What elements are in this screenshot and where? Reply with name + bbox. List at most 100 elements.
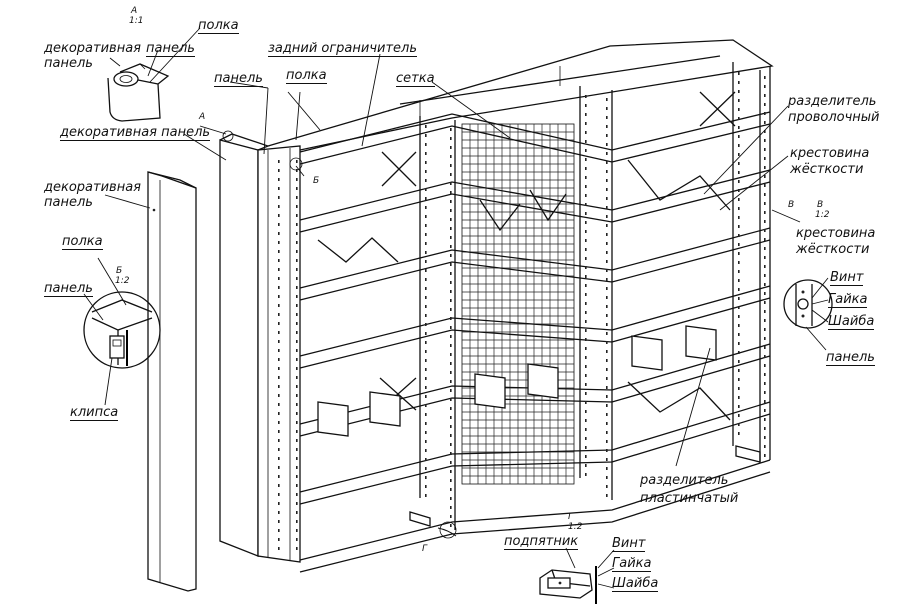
perforation [296, 475, 298, 478]
perforation [425, 161, 427, 164]
perforation [450, 308, 452, 311]
perforation [425, 188, 427, 191]
perforation [764, 391, 766, 394]
perforation [450, 191, 452, 194]
perforation [585, 131, 587, 134]
perforation [450, 479, 452, 482]
perforation [296, 430, 298, 433]
perforation [425, 170, 427, 173]
perforation [764, 247, 766, 250]
perforation [278, 160, 280, 163]
shelf [299, 169, 771, 233]
perforation [425, 143, 427, 146]
perforation [450, 281, 452, 284]
perforation [278, 421, 280, 424]
perforation [278, 331, 280, 334]
perforation [425, 260, 427, 263]
perforation [425, 467, 427, 470]
perforation [585, 437, 587, 440]
label-panel-right: панель [826, 350, 875, 366]
perforation [296, 313, 298, 316]
detail-v-scale: 1:2 [815, 210, 830, 220]
perforation [585, 347, 587, 350]
perforation [296, 187, 298, 190]
perforation [585, 329, 587, 332]
perforation [296, 178, 298, 181]
perforation [738, 360, 740, 363]
perforation [764, 445, 766, 448]
perforation [450, 434, 452, 437]
label-vint-bottom: Винт [612, 536, 646, 552]
perforation [425, 485, 427, 488]
perforation [450, 497, 452, 500]
perforation [278, 493, 280, 496]
perforation [738, 234, 740, 237]
perforation [606, 449, 608, 452]
perforation [738, 333, 740, 336]
perforation [585, 284, 587, 287]
perforation [738, 144, 740, 147]
perforation [764, 193, 766, 196]
perforation [585, 248, 587, 251]
mark-a: А [199, 112, 206, 122]
perforation [450, 128, 452, 131]
perforation [450, 443, 452, 446]
perforation [585, 428, 587, 431]
perforation [450, 353, 452, 356]
perforation [585, 266, 587, 269]
perforation [738, 342, 740, 345]
perforation [450, 425, 452, 428]
perforation [296, 376, 298, 379]
perforation [425, 440, 427, 443]
perforation [278, 385, 280, 388]
perforation [764, 310, 766, 313]
perforation [738, 270, 740, 273]
perforation [738, 171, 740, 174]
perforation [738, 180, 740, 183]
perforation [296, 367, 298, 370]
perforation [606, 251, 608, 254]
perforation [738, 189, 740, 192]
perforation [764, 337, 766, 340]
perforation [278, 232, 280, 235]
perforation [738, 405, 740, 408]
detail-g-scale: 1:2 [568, 522, 583, 532]
perforation [764, 274, 766, 277]
perforation [425, 404, 427, 407]
label-setka: сетка [396, 71, 435, 87]
perforation [606, 323, 608, 326]
perforation [278, 214, 280, 217]
perforation [738, 162, 740, 165]
perforation [764, 319, 766, 322]
leader-lines [183, 53, 789, 467]
detail-a-view [107, 27, 201, 122]
perforation [585, 221, 587, 224]
perforation [764, 373, 766, 376]
label-dekor-panel-main: декоративная панель [60, 125, 211, 141]
perforation [764, 220, 766, 223]
perforation [764, 427, 766, 430]
label-shayba-bottom: Шайба [612, 576, 659, 592]
perforation [585, 320, 587, 323]
perforation [738, 198, 740, 201]
perforation [606, 269, 608, 272]
perforation [296, 250, 298, 253]
perforation [450, 164, 452, 167]
perforation [278, 187, 280, 190]
perforation [450, 227, 452, 230]
perforation [585, 185, 587, 188]
perforation [278, 277, 280, 280]
perforation [278, 430, 280, 433]
perforation [764, 229, 766, 232]
perforation [764, 121, 766, 124]
perforation [296, 196, 298, 199]
perforation [738, 261, 740, 264]
perforation [296, 349, 298, 352]
perforation [764, 436, 766, 439]
perforation [425, 359, 427, 362]
perforation [606, 152, 608, 155]
perforation [425, 314, 427, 317]
perforation [606, 314, 608, 317]
perforation [425, 206, 427, 209]
perforation [278, 313, 280, 316]
